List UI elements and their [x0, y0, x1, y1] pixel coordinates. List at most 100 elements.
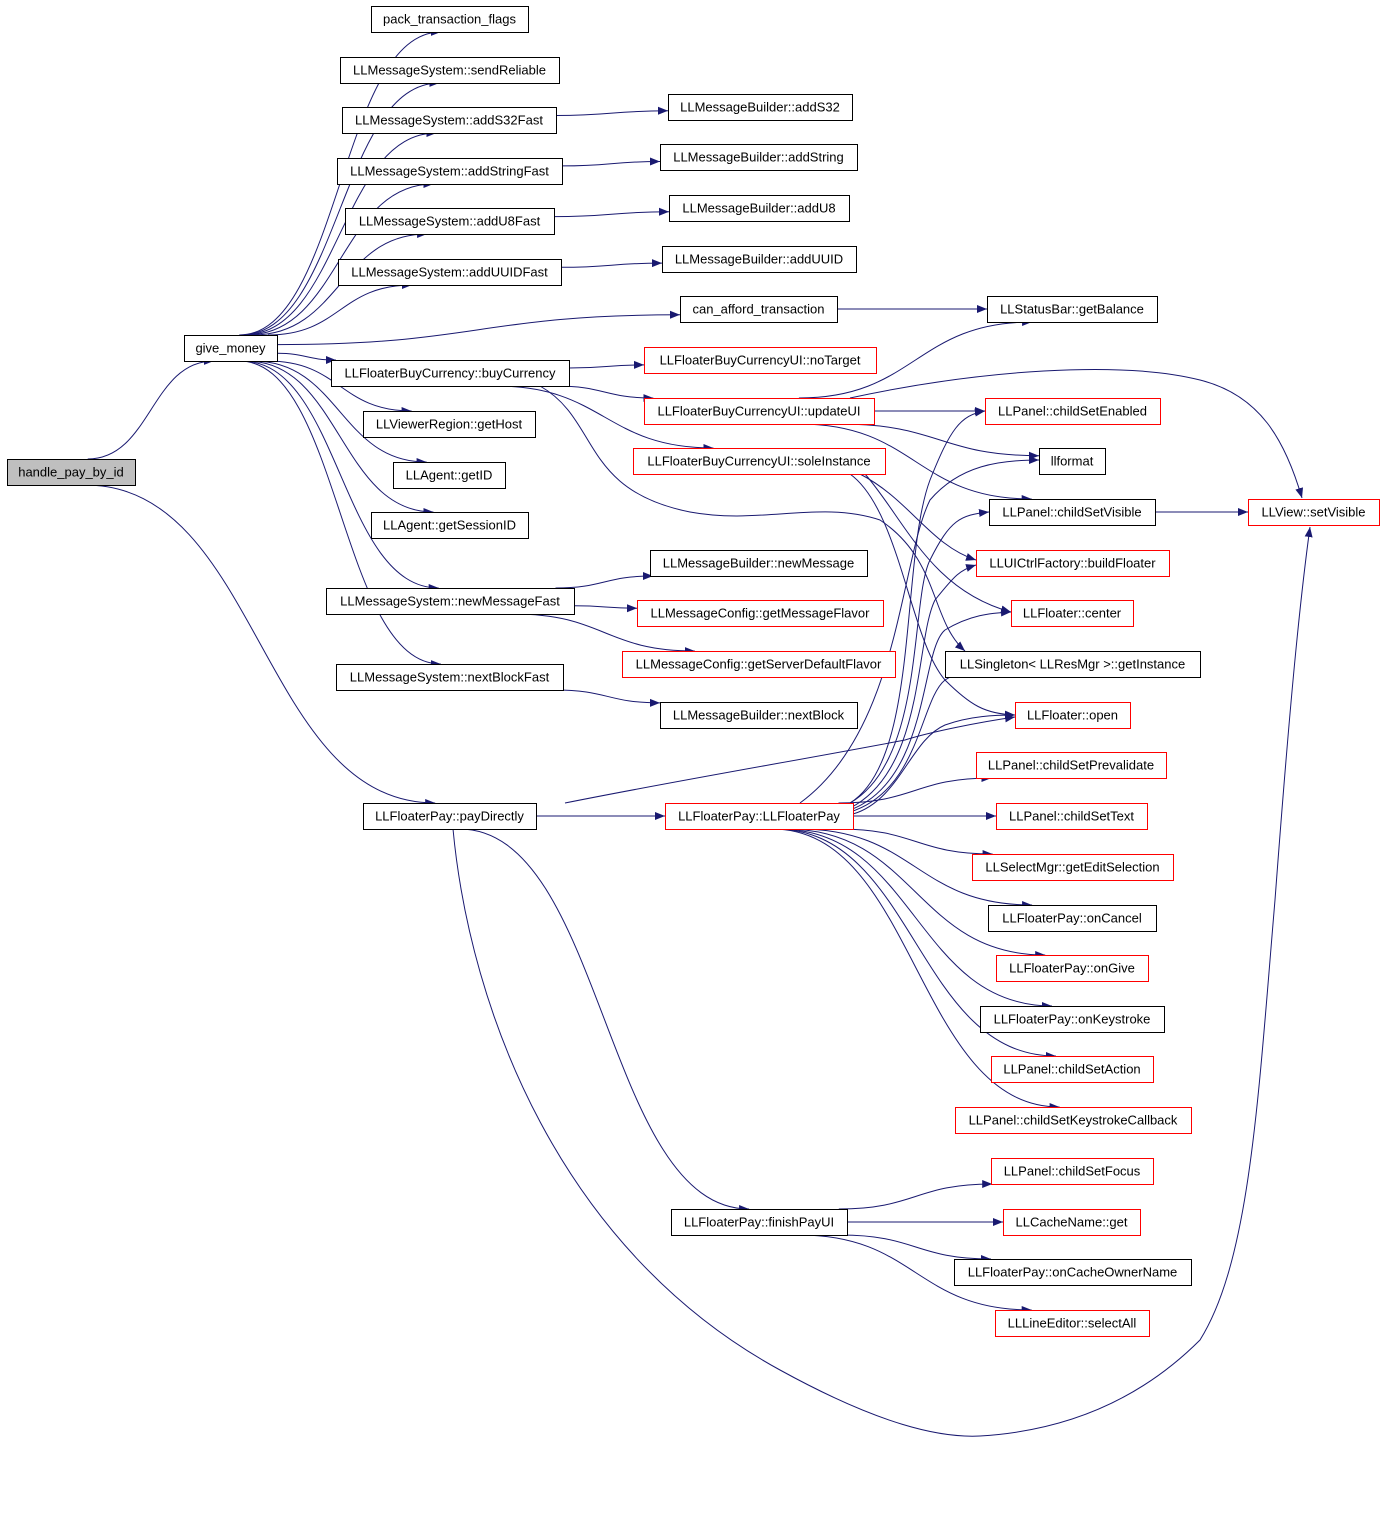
node-box [1003, 1209, 1141, 1236]
node-mc_getMessageFlavor[interactable]: LLMessageConfig::getMessageFlavor [637, 600, 884, 627]
node-mb_addS32[interactable]: LLMessageBuilder::addS32 [668, 94, 853, 121]
node-fp_payDirectly[interactable]: LLFloaterPay::payDirectly [363, 803, 537, 830]
node-panel_childSetVisible[interactable]: LLPanel::childSetVisible [989, 499, 1156, 526]
node-box [1248, 499, 1380, 526]
node-mb_addString[interactable]: LLMessageBuilder::addString [660, 144, 858, 171]
node-agent_getID[interactable]: LLAgent::getID [393, 462, 506, 489]
node-mb_addU8[interactable]: LLMessageBuilder::addU8 [669, 195, 850, 222]
node-panel_childSetText[interactable]: LLPanel::childSetText [996, 803, 1148, 830]
call-edge-fp_ctor-to-fp_onGive [785, 828, 1046, 959]
call-edge-fbcui_updateUI-to-panel_childSetVisible [799, 423, 1032, 503]
call-edge-fp_ctor-to-sm_getEditSelection [838, 828, 993, 858]
function-nodes: handle_pay_by_id give_money pack_transacti… [7, 6, 1380, 1337]
node-ms_addUUIDFast[interactable]: LLMessageSystem::addUUIDFast [338, 259, 562, 286]
node-box [660, 144, 858, 171]
call-edge-fp_finishPayUI-to-le_selectAll [799, 1234, 1032, 1314]
node-mb_addUUID[interactable]: LLMessageBuilder::addUUID [662, 246, 857, 273]
node-label: LLFloater::center [1023, 606, 1122, 621]
node-agent_getSessionID[interactable]: LLAgent::getSessionID [371, 512, 529, 539]
call-edge-give_money-to-ms_addUUIDFast [267, 281, 413, 336]
node-sm_getEditSelection[interactable]: LLSelectMgr::getEditSelection [972, 854, 1174, 881]
node-label: LLFloaterBuyCurrency::buyCurrency [345, 366, 556, 381]
call-edge-fp_ctor-to-floater_center [849, 608, 1012, 811]
node-fbc_buyCurrency[interactable]: LLFloaterBuyCurrency::buyCurrency [331, 360, 570, 387]
node-label: LLLineEditor::selectAll [1008, 1316, 1137, 1331]
node-singleton_getInstance[interactable]: LLSingleton< LLResMgr >::getInstance [945, 651, 1201, 678]
node-sb_getBalance[interactable]: LLStatusBar::getBalance [987, 296, 1158, 323]
node-ms_sendReliable[interactable]: LLMessageSystem::sendReliable [340, 57, 560, 84]
node-label: llformat [1051, 454, 1094, 469]
call-edge-fbc_buyCurrency-to-singleton_getInstance [539, 385, 966, 652]
node-cn_get[interactable]: LLCacheName::get [1003, 1209, 1141, 1236]
node-view_setVisible[interactable]: LLView::setVisible [1248, 499, 1380, 526]
node-floater_center[interactable]: LLFloater::center [1011, 600, 1134, 627]
node-ms_nextBlockFast[interactable]: LLMessageSystem::nextBlockFast [336, 664, 564, 691]
node-label: LLStatusBar::getBalance [1000, 302, 1144, 317]
call-edge-give_money-to-agent_getID [252, 360, 427, 466]
node-fp_onCancel[interactable]: LLFloaterPay::onCancel [988, 905, 1157, 932]
node-fbcui_noTarget[interactable]: LLFloaterBuyCurrencyUI::noTarget [644, 347, 877, 374]
node-box [326, 588, 575, 615]
node-box [363, 803, 537, 830]
call-edge-fbc_buyCurrency-to-fbcui_soleInstance [495, 385, 714, 452]
node-label: LLMessageSystem::newMessageFast [340, 594, 560, 609]
node-label: LLFloaterPay::LLFloaterPay [678, 809, 840, 824]
call-edge-ms_newMessageFast-to-mc_getMessageFlavor [573, 604, 638, 613]
node-box [650, 550, 868, 577]
node-floater_open[interactable]: LLFloater::open [1015, 702, 1131, 729]
node-box [1039, 448, 1106, 475]
call-edge-fp_finishPayUI-to-fp_onCacheOwnerName [840, 1234, 992, 1263]
node-ms_addStringFast[interactable]: LLMessageSystem::addStringFast [337, 158, 563, 185]
node-ms_addS32Fast[interactable]: LLMessageSystem::addS32Fast [342, 107, 557, 134]
node-can_afford_transaction[interactable]: can_afford_transaction [680, 296, 838, 323]
node-box [954, 1259, 1192, 1286]
node-vr_getHost[interactable]: LLViewerRegion::getHost [363, 411, 536, 438]
node-label: LLMessageSystem::nextBlockFast [350, 670, 550, 685]
node-box [622, 651, 896, 678]
node-fp_onKeystroke[interactable]: LLFloaterPay::onKeystroke [980, 1006, 1165, 1033]
node-box [985, 398, 1161, 425]
node-ms_newMessageFast[interactable]: LLMessageSystem::newMessageFast [326, 588, 575, 615]
call-edge-give_money-to-ms_nextBlockFast [239, 360, 441, 668]
node-mc_getServerDefaultFlavor[interactable]: LLMessageConfig::getServerDefaultFlavor [622, 651, 896, 678]
node-fbcui_soleInstance[interactable]: LLFloaterBuyCurrencyUI::soleInstance [633, 448, 886, 475]
node-panel_childSetAction[interactable]: LLPanel::childSetAction [991, 1056, 1154, 1083]
node-label: LLFloaterPay::onGive [1009, 961, 1135, 976]
node-panel_childSetPrevalidate[interactable]: LLPanel::childSetPrevalidate [976, 752, 1167, 779]
node-fp_finishPayUI[interactable]: LLFloaterPay::finishPayUI [671, 1209, 848, 1236]
node-handle_pay_by_id[interactable]: handle_pay_by_id [7, 459, 136, 486]
node-pack_transaction_flags[interactable]: pack_transaction_flags [371, 6, 529, 33]
node-box [363, 411, 536, 438]
call-edge-handle_pay_by_id-to-fp_payDirectly [85, 484, 436, 807]
node-fp_ctor[interactable]: LLFloaterPay::LLFloaterPay [665, 803, 854, 830]
node-ms_addU8Fast[interactable]: LLMessageSystem::addU8Fast [345, 208, 555, 235]
node-label: LLMessageSystem::addUUIDFast [351, 265, 548, 280]
node-label: LLFloater::open [1027, 708, 1118, 723]
node-label: LLPanel::childSetText [1009, 809, 1134, 824]
call-edge-fbcui_updateUI-to-view_setVisible [849, 369, 1304, 499]
node-box [637, 600, 884, 627]
node-label: LLMessageConfig::getMessageFlavor [651, 606, 871, 621]
node-label: LLMessageBuilder::addString [673, 150, 844, 165]
node-fp_onGive[interactable]: LLFloaterPay::onGive [996, 955, 1149, 982]
node-box [995, 1310, 1150, 1337]
node-panel_childSetEnabled[interactable]: LLPanel::childSetEnabled [985, 398, 1161, 425]
call-edge-fbcui_soleInstance-to-uif_buildFloater [859, 473, 977, 561]
node-label: LLUICtrlFactory::buildFloater [989, 556, 1156, 571]
node-box [660, 702, 858, 729]
node-fp_onCacheOwnerName[interactable]: LLFloaterPay::onCacheOwnerName [954, 1259, 1192, 1286]
node-le_selectAll[interactable]: LLLineEditor::selectAll [995, 1310, 1150, 1337]
node-mb_nextBlock[interactable]: LLMessageBuilder::nextBlock [660, 702, 858, 729]
node-uif_buildFloater[interactable]: LLUICtrlFactory::buildFloater [976, 550, 1170, 577]
node-box [336, 664, 564, 691]
node-box [989, 499, 1156, 526]
node-panel_childSetKeystrokeCallback[interactable]: LLPanel::childSetKeystrokeCallback [955, 1107, 1192, 1134]
node-box [980, 1006, 1165, 1033]
node-fbcui_updateUI[interactable]: LLFloaterBuyCurrencyUI::updateUI [644, 398, 875, 425]
node-give_money[interactable]: give_money [184, 335, 278, 362]
node-mb_newMessage[interactable]: LLMessageBuilder::newMessage [650, 550, 868, 577]
node-panel_childSetFocus[interactable]: LLPanel::childSetFocus [991, 1158, 1154, 1185]
node-llformat[interactable]: llformat [1039, 448, 1106, 475]
call-edge-ms_newMessageFast-to-mb_newMessage [555, 572, 654, 589]
node-label: LLFloaterBuyCurrencyUI::soleInstance [647, 454, 870, 469]
